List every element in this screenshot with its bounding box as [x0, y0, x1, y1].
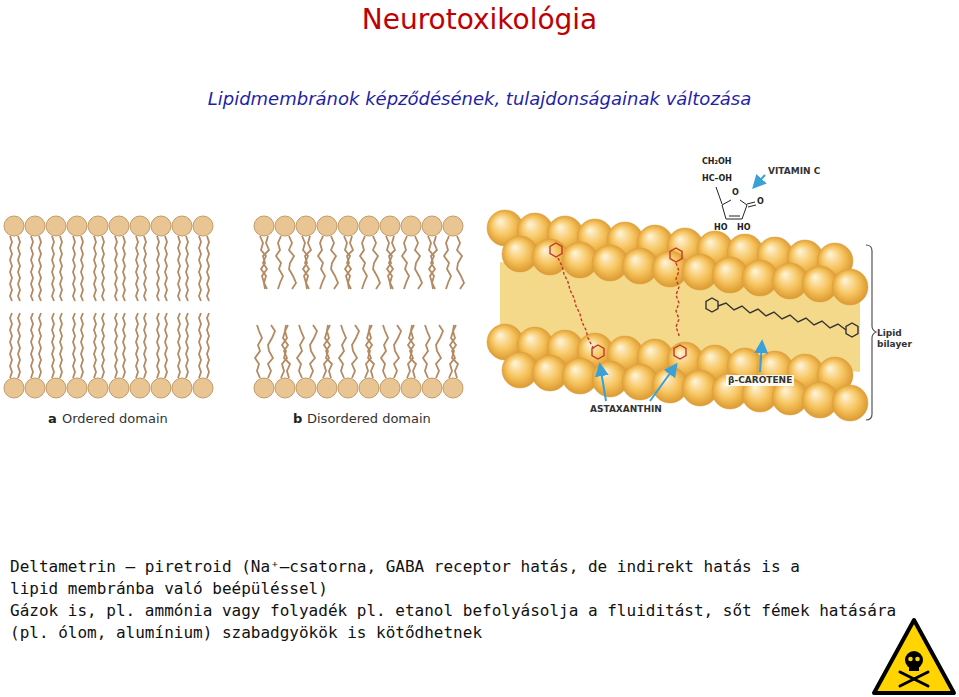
- panel-letter: b: [293, 411, 302, 427]
- bilayer-bracket: [866, 245, 876, 420]
- panel-letter: a: [48, 411, 57, 427]
- chem-label: HO: [714, 223, 728, 233]
- body-text: Gázok is, pl. ammónia vagy folyadék pl. …: [10, 600, 910, 644]
- disordered-domain-figure: [254, 216, 464, 398]
- body-text: Deltametrin – piretroid (Na⁺–csatorna, G…: [10, 556, 840, 600]
- subtitle: Lipidmembránok képződésének, tulajdonság…: [0, 88, 959, 110]
- chem-label: O: [732, 188, 739, 198]
- chem-label: CH₂OH: [702, 157, 732, 167]
- chem-label: O: [757, 197, 764, 207]
- chem-label: HO: [737, 223, 751, 233]
- panel-caption: Ordered domain: [62, 411, 168, 427]
- membrane-3d: [487, 210, 868, 421]
- ordered-domain-figure: [4, 216, 213, 398]
- callout-arrows: [600, 175, 765, 401]
- chem-label: HC–OH: [702, 174, 732, 184]
- panel-caption: Disordered domain: [307, 411, 431, 427]
- title-rule: [35, 47, 865, 49]
- slide-title: Neurotoxikológia: [0, 2, 959, 38]
- beta-carotene-molecule: [706, 298, 858, 337]
- vitamin-c-structure: [716, 187, 756, 219]
- structure-label: Lipid bilayer: [877, 328, 921, 350]
- molecule-label: β-CAROTENE: [726, 375, 794, 386]
- toxic-warning-icon: [874, 620, 954, 693]
- molecule-label: ASTAXANTHIN: [588, 404, 664, 415]
- molecule-label: VITAMIN C: [768, 166, 820, 177]
- astaxanthin-molecules: [550, 243, 686, 359]
